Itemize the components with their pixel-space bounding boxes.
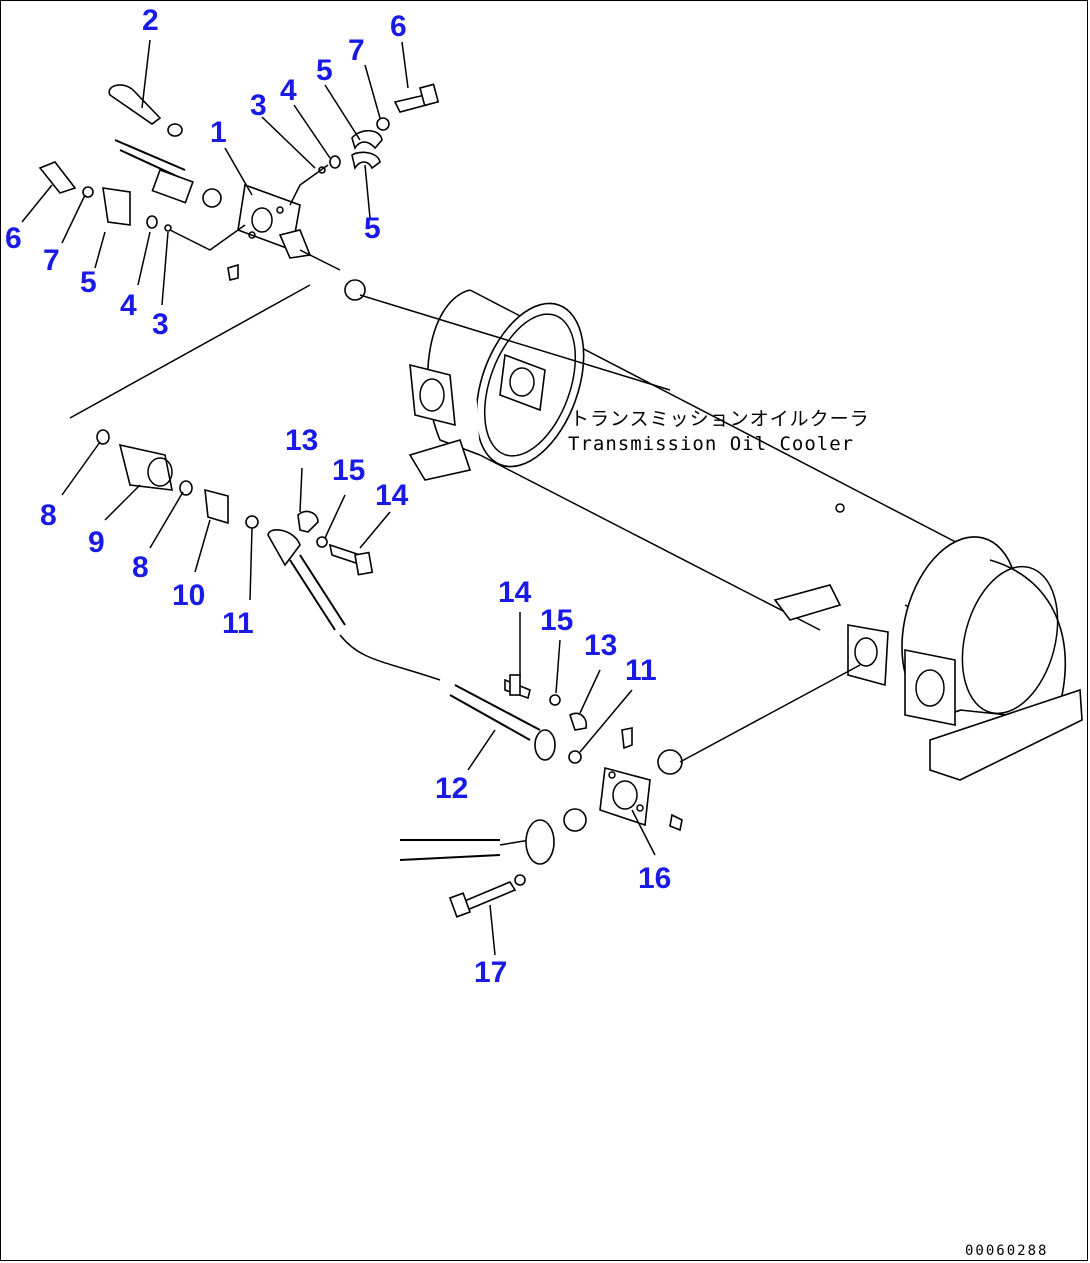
callout-5: 5 [316, 54, 333, 87]
callout-7: 7 [43, 244, 60, 277]
callout-2: 2 [142, 4, 159, 37]
callout-5: 5 [80, 266, 97, 299]
callout-8: 8 [40, 499, 57, 532]
caption-japanese: トランスミッションオイルクーラ [570, 408, 870, 430]
callout-7: 7 [348, 34, 365, 67]
lower-fittings [399, 664, 861, 918]
callout-13: 13 [584, 629, 617, 662]
callout-10: 10 [172, 579, 205, 612]
callout-leaders [21, 39, 656, 956]
callout-8: 8 [132, 551, 149, 584]
callout-14: 14 [498, 576, 532, 609]
oil-cooler-body [408, 289, 1083, 781]
drawing-code: 00060288 [965, 1243, 1048, 1259]
callout-11: 11 [625, 654, 657, 687]
callout-14: 14 [375, 479, 409, 512]
callout-4: 4 [280, 74, 297, 107]
callout-15: 15 [332, 454, 365, 487]
callout-1: 1 [210, 116, 227, 149]
callout-12: 12 [435, 772, 468, 805]
callout-16: 16 [638, 862, 671, 895]
callout-13: 13 [285, 424, 318, 457]
caption-english: Transmission Oil Cooler [568, 433, 854, 455]
callout-11: 11 [222, 607, 254, 640]
callout-3: 3 [250, 89, 267, 122]
callout-labels: 2 6 7 5 4 3 1 5 6 7 5 4 3 13 15 14 8 9 8… [5, 4, 671, 989]
callout-3: 3 [152, 308, 169, 341]
callout-6: 6 [390, 10, 407, 43]
callout-9: 9 [88, 526, 105, 559]
callout-17: 17 [474, 956, 507, 989]
callout-5: 5 [364, 212, 381, 245]
middle-fittings [96, 429, 556, 761]
callout-4: 4 [120, 289, 137, 322]
upper-valve-assembly [38, 83, 671, 419]
callout-6: 6 [5, 222, 22, 255]
callout-15: 15 [540, 604, 573, 637]
